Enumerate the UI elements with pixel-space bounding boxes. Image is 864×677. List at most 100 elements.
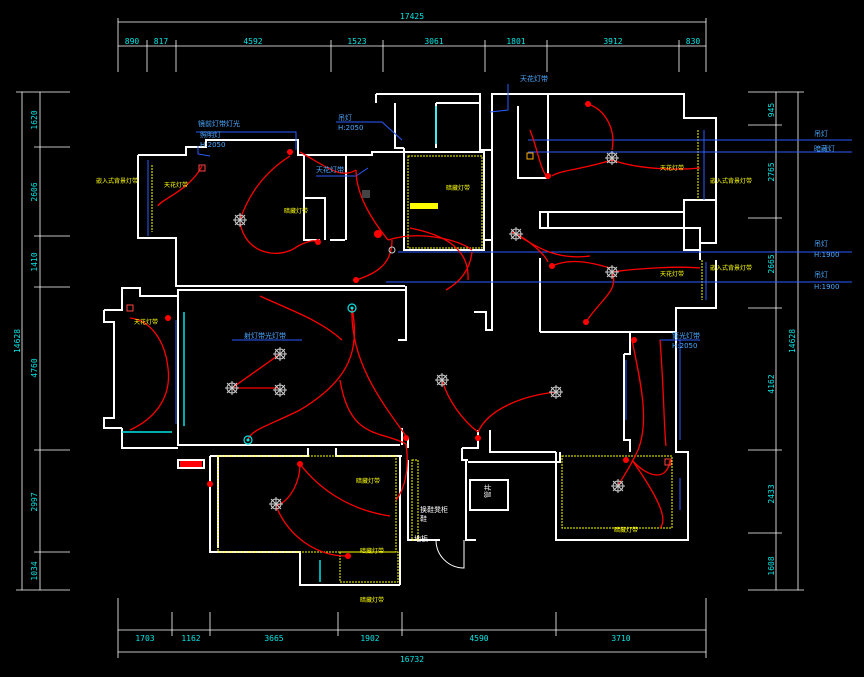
switch-icon <box>374 230 382 238</box>
right-seg-2: 2765 <box>767 162 776 181</box>
pendant-light-icon <box>225 381 239 395</box>
switch-icon <box>475 435 481 441</box>
note-strip-5: 暗藏灯带 <box>360 596 384 604</box>
switch-icon <box>287 149 293 155</box>
note-strip-6: 暗藏灯带 <box>614 526 638 534</box>
left-seg-5: 2997 <box>30 492 39 511</box>
pendant-light-icon <box>549 385 563 399</box>
downlight-icon <box>353 277 359 283</box>
note-right-2: 暗藏灯 <box>814 144 835 153</box>
pendant-light-icon <box>233 213 247 227</box>
bottom-seg-5: 4590 <box>469 634 488 643</box>
switch-icon <box>315 239 321 245</box>
note-mirror-light: 镜前灯带灯光 <box>198 119 240 128</box>
switch-icon <box>631 337 637 343</box>
note-embedded-2: 嵌入式背景灯带 <box>710 177 752 185</box>
pendant-light-icon <box>269 497 283 511</box>
yellow-bar <box>410 203 438 209</box>
downlight-icon <box>198 164 206 172</box>
yellow-annotations: 嵌入式背景灯带 天花灯带 暗藏灯带 暗藏灯带 嵌入式背景灯带 天花灯带 嵌入式背… <box>96 164 752 604</box>
top-seg-7: 3912 <box>603 37 622 46</box>
left-total-dim: 14628 <box>13 329 22 353</box>
downlight-icon <box>388 246 396 254</box>
note-strip-4: 暗藏灯带 <box>360 547 384 555</box>
top-total-dim: 17425 <box>400 12 424 21</box>
note-right-1: 吊灯 <box>814 129 828 138</box>
note-strip-1: 暗藏灯带 <box>284 207 308 215</box>
right-total-dim: 14628 <box>788 329 797 353</box>
note-right-4: 吊灯 <box>814 270 828 279</box>
right-seg-1: 945 <box>767 103 776 118</box>
pendant-light-icon <box>509 227 523 241</box>
note-door-sub: 鞋 <box>420 514 427 523</box>
top-seg-2: 817 <box>154 37 169 46</box>
left-seg-3: 1410 <box>30 252 39 271</box>
red-wiring <box>129 103 701 557</box>
left-seg-6: 1034 <box>30 561 39 580</box>
bottom-seg-3: 3665 <box>264 634 283 643</box>
left-seg-4: 4760 <box>30 358 39 377</box>
note-strip-3: 暗藏灯带 <box>356 477 380 485</box>
note-side-light: 筒光灯带 <box>672 331 700 340</box>
note-ceiling-1: 天花灯带 <box>164 181 188 189</box>
bottom-seg-4: 1902 <box>360 634 379 643</box>
top-seg-4: 1523 <box>347 37 366 46</box>
top-seg-5: 3061 <box>424 37 443 46</box>
right-dimension-chain: 14628 945 2765 2665 4162 2433 1608 <box>748 91 804 591</box>
note-ceiling-4: 天花灯带 <box>134 318 158 326</box>
switch-icon <box>583 319 589 325</box>
switch-icon <box>165 315 171 321</box>
note-stair-light: 天花灯带 <box>520 74 548 83</box>
top-dimension-chain: 17425 890 817 4592 1523 3061 1801 3912 8… <box>117 12 707 72</box>
right-seg-6: 1608 <box>767 556 776 575</box>
note-strip-2: 暗藏灯带 <box>446 184 470 192</box>
note-embedded-3: 嵌入式背景灯带 <box>710 264 752 272</box>
bottom-seg-2: 1162 <box>181 634 200 643</box>
switch-icon <box>549 263 555 269</box>
note-floor-tag: 地板 <box>414 534 428 543</box>
switch-icon <box>545 173 551 179</box>
note-embedded-1: 嵌入式背景灯带 <box>96 177 138 185</box>
switch-icon <box>403 435 409 441</box>
left-dimension-chain: 14628 1620 2606 1410 4760 2997 1034 <box>13 91 70 591</box>
note-box: 管井 <box>483 484 492 498</box>
note-side-light-h: H:2050 <box>672 342 697 350</box>
bottom-seg-6: 3710 <box>611 634 630 643</box>
top-seg-6: 1801 <box>506 37 525 46</box>
pendant-light-icon <box>605 265 619 279</box>
note-ceiling-3: 天花灯带 <box>660 270 684 278</box>
entry-door-swing <box>435 539 465 569</box>
pendant-light-icon <box>273 347 287 361</box>
note-bath-light: 天花灯带 <box>316 165 344 174</box>
downlight-icon <box>664 458 672 466</box>
switch-icon <box>297 461 303 467</box>
right-seg-5: 2433 <box>767 484 776 503</box>
light-fixtures <box>126 101 672 559</box>
note-mirror-sub: 照明灯 <box>200 130 221 139</box>
downlight-icon <box>526 152 534 160</box>
downlight-icon <box>243 435 253 445</box>
downlight-icon <box>126 304 134 312</box>
switch-icon <box>623 457 629 463</box>
pendant-light-icon <box>273 383 287 397</box>
switch-icon <box>585 101 591 107</box>
switch-icon <box>362 190 370 198</box>
switch-icon <box>207 481 213 487</box>
right-seg-3: 2665 <box>767 254 776 273</box>
walls <box>103 93 717 586</box>
yellow-strip-lines <box>151 130 703 583</box>
note-pendant-top: 吊灯 <box>338 113 352 122</box>
switch-icon <box>345 553 351 559</box>
bottom-total-dim: 16732 <box>400 655 424 664</box>
top-seg-1: 890 <box>125 37 140 46</box>
note-living-light: 射灯带光灯带 <box>244 331 286 340</box>
note-ceiling-2: 天花灯带 <box>660 164 684 172</box>
right-seg-4: 4162 <box>767 374 776 393</box>
blue-leader-lines <box>196 84 852 341</box>
bottom-seg-1: 1703 <box>135 634 154 643</box>
red-panel <box>180 461 202 467</box>
white-annotations: 管井 换鞋凳柜 鞋 地板 <box>414 484 492 543</box>
left-seg-1: 1620 <box>30 110 39 129</box>
top-seg-3: 4592 <box>243 37 262 46</box>
